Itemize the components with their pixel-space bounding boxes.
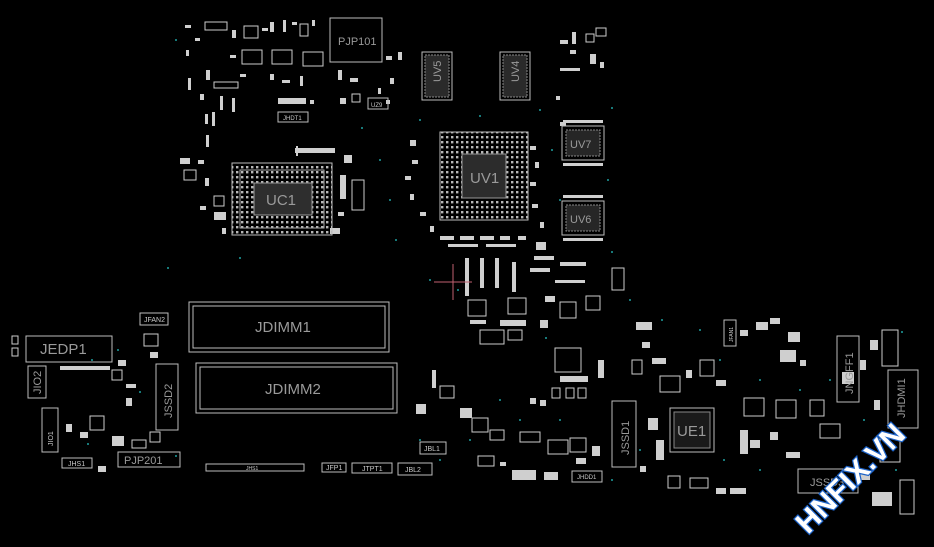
jssd2-connector: JSSD2 — [155, 363, 179, 431]
jbl1-connector: JBL1 — [419, 441, 447, 455]
jhdd1-connector: JHDD1 — [571, 470, 603, 483]
test-points — [87, 39, 903, 481]
svg-text:JDIMM1: JDIMM1 — [255, 319, 311, 336]
jfan2-connector: JFAN2 — [139, 312, 169, 326]
svg-text:JNGFF1: JNGFF1 — [844, 352, 856, 394]
uc1-chip: UC1 — [231, 162, 333, 236]
svg-text:JIO1: JIO1 — [48, 431, 55, 446]
jio1-connector: JIO1 — [41, 407, 59, 453]
jssd3-connector: JSSD3 — [797, 468, 859, 494]
svg-text:JHDMI1: JHDMI1 — [896, 378, 908, 418]
svg-text:JHS1: JHS1 — [68, 461, 85, 468]
svg-text:JBL2: JBL2 — [405, 467, 421, 474]
svg-text:JHDT1: JHDT1 — [283, 116, 302, 122]
svg-text:JFP1: JFP1 — [326, 465, 342, 472]
jio2-connector: JIO2 — [27, 365, 47, 399]
jngff1-connector: JNGFF1 — [836, 335, 860, 403]
svg-text:UV1: UV1 — [470, 170, 499, 187]
hnfix-watermark: HNFIX.VN — [790, 416, 913, 541]
svg-text:UE1: UE1 — [677, 423, 706, 440]
jdimm1-slot: JDIMM1 — [188, 301, 390, 353]
svg-text:UV5: UV5 — [432, 61, 444, 82]
svg-text:JTPT1: JTPT1 — [362, 466, 383, 473]
uz9-chip: UZ9 — [367, 97, 389, 110]
jhs1-bottom-connector: JHS1 — [205, 463, 305, 472]
jtpt1-connector: JTPT1 — [351, 462, 393, 474]
jhdt1-connector: JHDT1 — [277, 111, 309, 123]
ue1-chip: UE1 — [669, 407, 715, 453]
jedp1-connector: JEDP1 — [25, 335, 113, 363]
jbl2-connector: JBL2 — [397, 462, 433, 476]
svg-text:UV6: UV6 — [570, 214, 591, 226]
uv7-chip: UV7 — [561, 125, 605, 161]
svg-text:PJP101: PJP101 — [338, 36, 377, 48]
uv4-chip: UV4 — [499, 51, 531, 101]
uv6-chip: UV6 — [561, 200, 605, 236]
uv1-chip: UV1 — [439, 131, 529, 221]
svg-text:PJP201: PJP201 — [124, 455, 163, 467]
pjp201-component: PJP201 — [117, 451, 181, 468]
jssd1-connector: JSSD1 — [611, 400, 637, 468]
svg-text:JHDD1: JHDD1 — [577, 475, 597, 481]
jhs1-connector: JHS1 — [61, 457, 93, 469]
svg-text:UV4: UV4 — [510, 61, 522, 82]
uv5-chip: UV5 — [421, 51, 453, 101]
svg-text:JFAN1: JFAN1 — [729, 327, 735, 342]
svg-text:UC1: UC1 — [266, 192, 296, 209]
scattered-components — [11, 20, 915, 515]
svg-text:UZ9: UZ9 — [371, 103, 383, 109]
jdimm2-slot: JDIMM2 — [195, 362, 398, 414]
svg-text:JSSD1: JSSD1 — [620, 421, 632, 455]
svg-text:JSSD3: JSSD3 — [810, 477, 844, 489]
jfan1-connector: JFAN1 — [723, 319, 737, 347]
svg-text:JDIMM2: JDIMM2 — [265, 381, 321, 398]
watermark-text: HNFIX.VN — [790, 418, 912, 540]
jfp1-connector: JFP1 — [321, 462, 347, 473]
svg-text:JFAN2: JFAN2 — [144, 317, 165, 324]
svg-text:JBL1: JBL1 — [424, 446, 440, 453]
svg-text:JSSD2: JSSD2 — [163, 384, 175, 418]
svg-text:JIO2: JIO2 — [32, 371, 44, 394]
svg-text:UV7: UV7 — [570, 139, 591, 151]
svg-text:JHS1: JHS1 — [246, 466, 258, 472]
pjp101-component: PJP101 — [329, 17, 383, 63]
jhdmi1-connector: JHDMI1 — [887, 369, 919, 429]
crosshair — [434, 264, 472, 300]
svg-text:JEDP1: JEDP1 — [40, 341, 87, 358]
